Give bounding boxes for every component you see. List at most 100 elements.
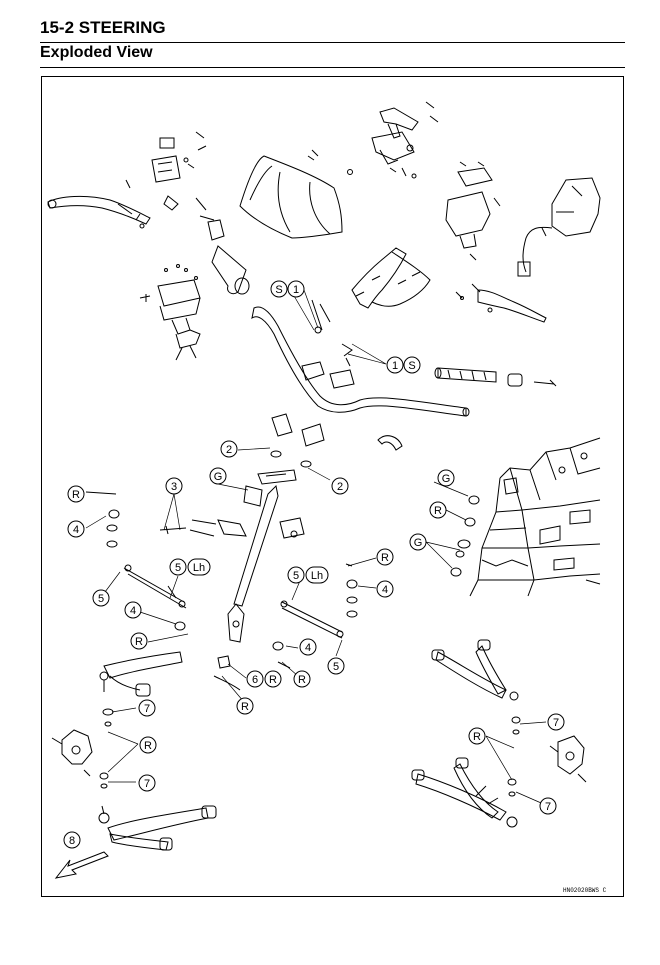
parts-linework — [47, 101, 601, 851]
label-r-7: R — [144, 740, 152, 752]
label-1-right: 1 — [392, 360, 398, 372]
title-rule — [40, 67, 625, 68]
label-5-left: 5 — [175, 562, 181, 574]
callout-r-5 — [293, 670, 311, 688]
callout-5-1 — [92, 589, 110, 607]
label-lh-left: Lh — [193, 562, 205, 574]
callout-1-upper — [287, 280, 305, 298]
label-s-right: S — [408, 360, 415, 372]
callout-r-3 — [376, 548, 394, 566]
callout-5-lh-left — [169, 558, 187, 576]
callout-3 — [165, 477, 183, 495]
callout-r-2 — [130, 632, 148, 650]
vehicle-frame — [469, 437, 601, 597]
left-upper-arm — [99, 651, 183, 727]
label-r-3: R — [381, 552, 389, 564]
callout-4-3 — [376, 580, 394, 598]
right-lower-arm — [411, 757, 518, 828]
label-1-upper: 1 — [293, 284, 299, 296]
callout-5-lh-right — [287, 566, 305, 584]
callout-r-9 — [468, 727, 486, 745]
label-7-3: 7 — [553, 717, 559, 729]
label-r-2: R — [135, 636, 143, 648]
right-brake-lever — [455, 283, 547, 323]
callout-g-right-2 — [409, 533, 427, 551]
figure-code: HN02020BWS C — [563, 887, 607, 894]
callout-4-4 — [299, 638, 317, 656]
page-title: Exploded View — [40, 44, 153, 61]
steering-shaft — [159, 413, 325, 691]
callout-g-right-1 — [437, 469, 455, 487]
label-r-1: R — [72, 489, 80, 501]
callout-7-1 — [138, 699, 156, 717]
label-r-6: R — [241, 701, 249, 713]
section-title: 15-2 STEERING — [40, 18, 166, 37]
pivot-washers — [450, 495, 480, 577]
label-6: 6 — [252, 674, 258, 686]
label-7-4: 7 — [545, 801, 551, 813]
right-grip — [434, 367, 557, 387]
handlebar-cover — [239, 149, 353, 239]
callout-s-right — [403, 356, 421, 374]
label-2-left: 2 — [226, 444, 232, 456]
callout-circles — [63, 280, 565, 849]
callout-r-6 — [236, 697, 254, 715]
left-tie-rod — [85, 491, 187, 631]
right-switch-assembly — [445, 161, 601, 277]
master-cylinder-top-parts — [125, 131, 215, 229]
label-r-4: R — [269, 674, 277, 686]
label-5-2: 5 — [333, 661, 339, 673]
callout-lh-right — [305, 566, 329, 584]
leader-lines — [85, 288, 549, 807]
left-grip — [207, 219, 250, 295]
front-direction-arrow — [54, 851, 109, 879]
label-4-3: 4 — [382, 584, 388, 596]
callout-4-1 — [67, 520, 85, 538]
callout-7-2 — [138, 774, 156, 792]
right-knuckle — [549, 735, 587, 783]
callout-r-4 — [264, 670, 282, 688]
label-g-right-1: G — [442, 473, 451, 485]
label-7-1: 7 — [144, 703, 150, 715]
label-g-right-2: G — [414, 537, 423, 549]
callout-7-3 — [547, 713, 565, 731]
left-knuckle — [51, 729, 109, 789]
label-5-1: 5 — [98, 593, 104, 605]
callout-7-4 — [539, 797, 557, 815]
callout-labels: S 1 1 S 2 G 2 R 3 4 5 Lh 5 4 R R 5 Lh 4 … — [69, 284, 559, 847]
label-s-upper: S — [275, 284, 282, 296]
handlebar-holder-bracket — [351, 247, 431, 309]
callout-r-8 — [429, 501, 447, 519]
callout-r-7 — [139, 736, 157, 754]
label-r-9: R — [473, 731, 481, 743]
label-lh-right: Lh — [311, 570, 323, 582]
label-r-8: R — [434, 505, 442, 517]
callout-2-left — [220, 440, 238, 458]
handlebar — [251, 306, 470, 417]
right-tie-rod — [272, 563, 358, 669]
callout-r-1 — [67, 485, 85, 503]
callout-lh-left — [187, 558, 211, 576]
label-3: 3 — [171, 481, 177, 493]
left-brake-lever — [47, 195, 151, 225]
left-master-cylinder — [139, 264, 201, 361]
handlebar-clamps — [301, 299, 355, 389]
right-upper-arm — [431, 639, 521, 735]
callout-6 — [246, 670, 264, 688]
clip-part — [377, 435, 403, 451]
label-4-4: 4 — [305, 642, 311, 654]
header-rule — [40, 42, 625, 43]
callout-4-2 — [124, 601, 142, 619]
left-lower-arm — [98, 805, 217, 851]
callout-5-2 — [327, 657, 345, 675]
figure-frame — [41, 76, 624, 897]
callout-1-right — [386, 356, 404, 374]
callout-8 — [63, 831, 81, 849]
label-4-1: 4 — [73, 524, 79, 536]
label-8: 8 — [69, 835, 75, 847]
right-top-switch-parts — [371, 101, 439, 179]
label-5-right: 5 — [293, 570, 299, 582]
label-r-5: R — [298, 674, 306, 686]
callout-2-right — [331, 477, 349, 495]
